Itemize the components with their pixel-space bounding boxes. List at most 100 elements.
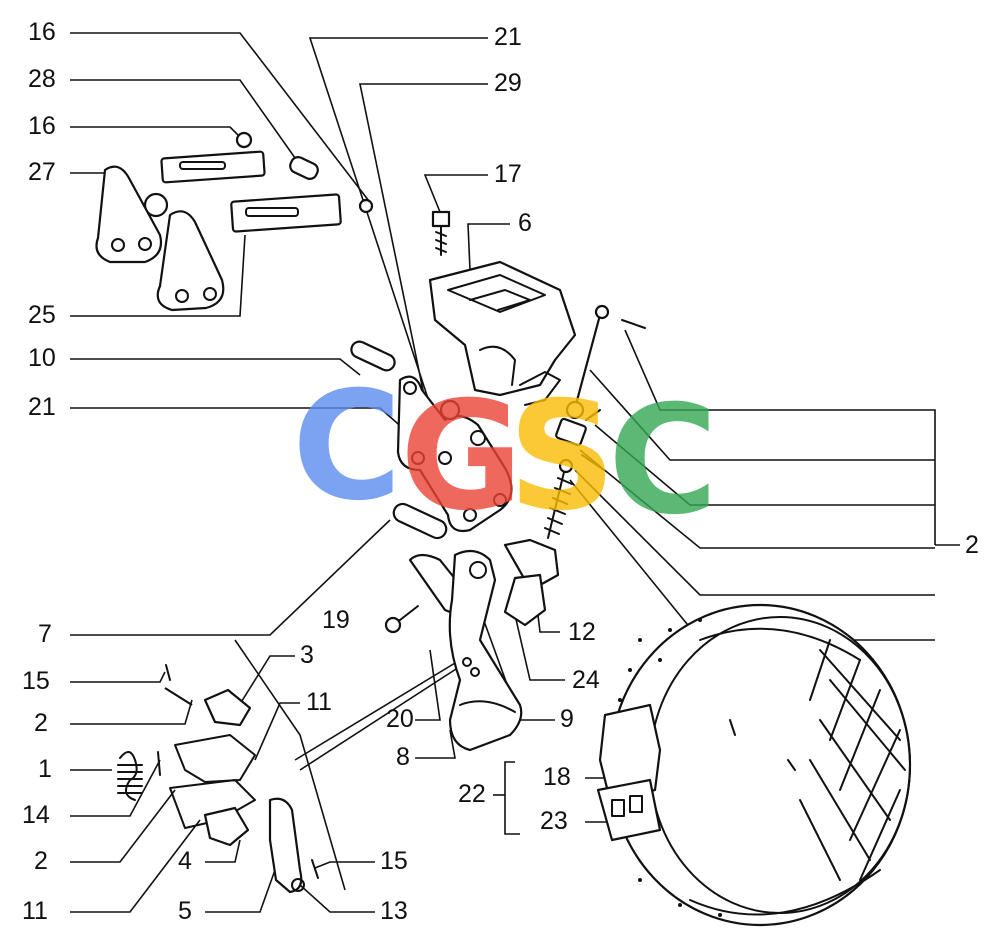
leader-20-diag xyxy=(294,659,461,761)
leader-26-d xyxy=(579,449,935,549)
screw-17-head xyxy=(431,210,451,228)
pin-2a xyxy=(164,687,193,706)
link-plate-upper xyxy=(160,150,266,184)
callout-15b: 15 xyxy=(380,847,408,875)
bush-27 xyxy=(143,192,169,218)
callout-8: 8 xyxy=(396,743,410,771)
callout-9: 9 xyxy=(560,705,574,733)
callout-2b: 2 xyxy=(34,847,48,875)
callout-24: 24 xyxy=(572,666,600,694)
callout-18: 18 xyxy=(543,763,571,791)
leader-2b xyxy=(70,789,176,863)
leader-21l xyxy=(70,407,406,431)
callout-labels: 16 28 16 27 25 10 21 21 29 17 6 2 7 19 1… xyxy=(22,18,979,925)
callout-10: 10 xyxy=(28,344,56,372)
link-plate-lower xyxy=(230,193,342,233)
leader-4 xyxy=(205,839,241,863)
plate-3 xyxy=(203,688,252,727)
clevis-26 xyxy=(555,417,587,447)
leader-10 xyxy=(70,358,361,376)
circlip-16b xyxy=(358,198,374,214)
callout-21-left: 21 xyxy=(28,393,56,421)
leader-26-e xyxy=(574,469,935,596)
pin-14 xyxy=(157,751,161,776)
callout-17: 17 xyxy=(494,160,522,188)
leader-2a xyxy=(70,699,193,725)
watermark-letter-s: S xyxy=(508,370,616,544)
callout-3: 3 xyxy=(300,641,314,669)
leader-16b xyxy=(70,126,241,138)
band-lining-mesh xyxy=(799,639,906,881)
leader-14 xyxy=(70,759,161,817)
lever-8 xyxy=(448,549,523,752)
callout-1: 1 xyxy=(38,755,52,783)
callout-11: 11 xyxy=(306,688,332,716)
callout-27: 27 xyxy=(28,158,56,186)
pin-28 xyxy=(289,156,319,180)
bracket-11 xyxy=(174,734,256,783)
callout-5: 5 xyxy=(178,897,192,925)
pin-15a xyxy=(165,664,171,681)
leader-25 xyxy=(70,234,246,317)
leader-8 xyxy=(415,729,456,759)
callout-20: 20 xyxy=(386,705,414,733)
leader-24 xyxy=(514,614,565,681)
leader-7-long xyxy=(234,639,346,891)
parts-art xyxy=(95,131,912,927)
callout-15a: 15 xyxy=(22,667,50,695)
leader-7 xyxy=(70,519,391,636)
callout-7: 7 xyxy=(38,620,52,648)
callout-29: 29 xyxy=(494,69,522,97)
callout-19: 19 xyxy=(322,606,350,634)
lever-5 xyxy=(268,797,303,894)
callout-4: 4 xyxy=(178,847,192,875)
leader-26-top xyxy=(624,329,936,545)
leader-22-bracket xyxy=(504,761,520,835)
leader-3 xyxy=(229,655,295,721)
callout-2a: 2 xyxy=(34,709,48,737)
callout-28: 28 xyxy=(28,65,56,93)
bracket-11b xyxy=(169,779,256,829)
leader-16a xyxy=(70,32,373,206)
callout-26: 2 xyxy=(965,531,979,559)
leader-26-b xyxy=(589,369,935,461)
leader-13 xyxy=(299,884,375,913)
leader-17 xyxy=(423,174,488,213)
pin-15b xyxy=(311,859,319,879)
leader-6 xyxy=(467,223,510,271)
housing-6 xyxy=(428,260,577,397)
leader-20 xyxy=(415,649,441,721)
leader-15a xyxy=(70,671,166,683)
callout-14: 14 xyxy=(22,801,50,829)
callout-6: 6 xyxy=(518,209,532,237)
watermark-letter-c2: C xyxy=(608,374,718,548)
callout-21-top: 21 xyxy=(494,23,522,51)
leader-21t xyxy=(308,37,488,421)
leader-15b xyxy=(314,861,375,869)
link-21 xyxy=(396,375,513,533)
callout-22: 22 xyxy=(458,780,486,808)
callout-11-bottom: 11 xyxy=(22,897,48,925)
callout-16a: 16 xyxy=(28,18,56,46)
leader-11b xyxy=(70,819,201,913)
lever-25 xyxy=(156,210,225,312)
callout-16b: 16 xyxy=(28,112,56,140)
callout-23: 23 xyxy=(540,807,568,835)
leader-5 xyxy=(205,869,276,913)
pin-10 xyxy=(350,340,396,372)
watermark-letter-g: G xyxy=(400,370,523,544)
callout-12: 12 xyxy=(568,618,596,646)
clip-upper xyxy=(598,703,662,802)
cgsc-watermark: C G S C xyxy=(292,360,718,548)
leader-26-c xyxy=(594,424,935,506)
bush-29 xyxy=(439,399,461,421)
circlip-16 xyxy=(235,131,253,149)
rivet-18 xyxy=(729,719,736,736)
leader-8-diag xyxy=(299,659,471,771)
pin-7 xyxy=(392,502,448,540)
block-4 xyxy=(203,806,250,847)
rod-26 xyxy=(573,314,602,409)
leader-29 xyxy=(359,83,488,401)
